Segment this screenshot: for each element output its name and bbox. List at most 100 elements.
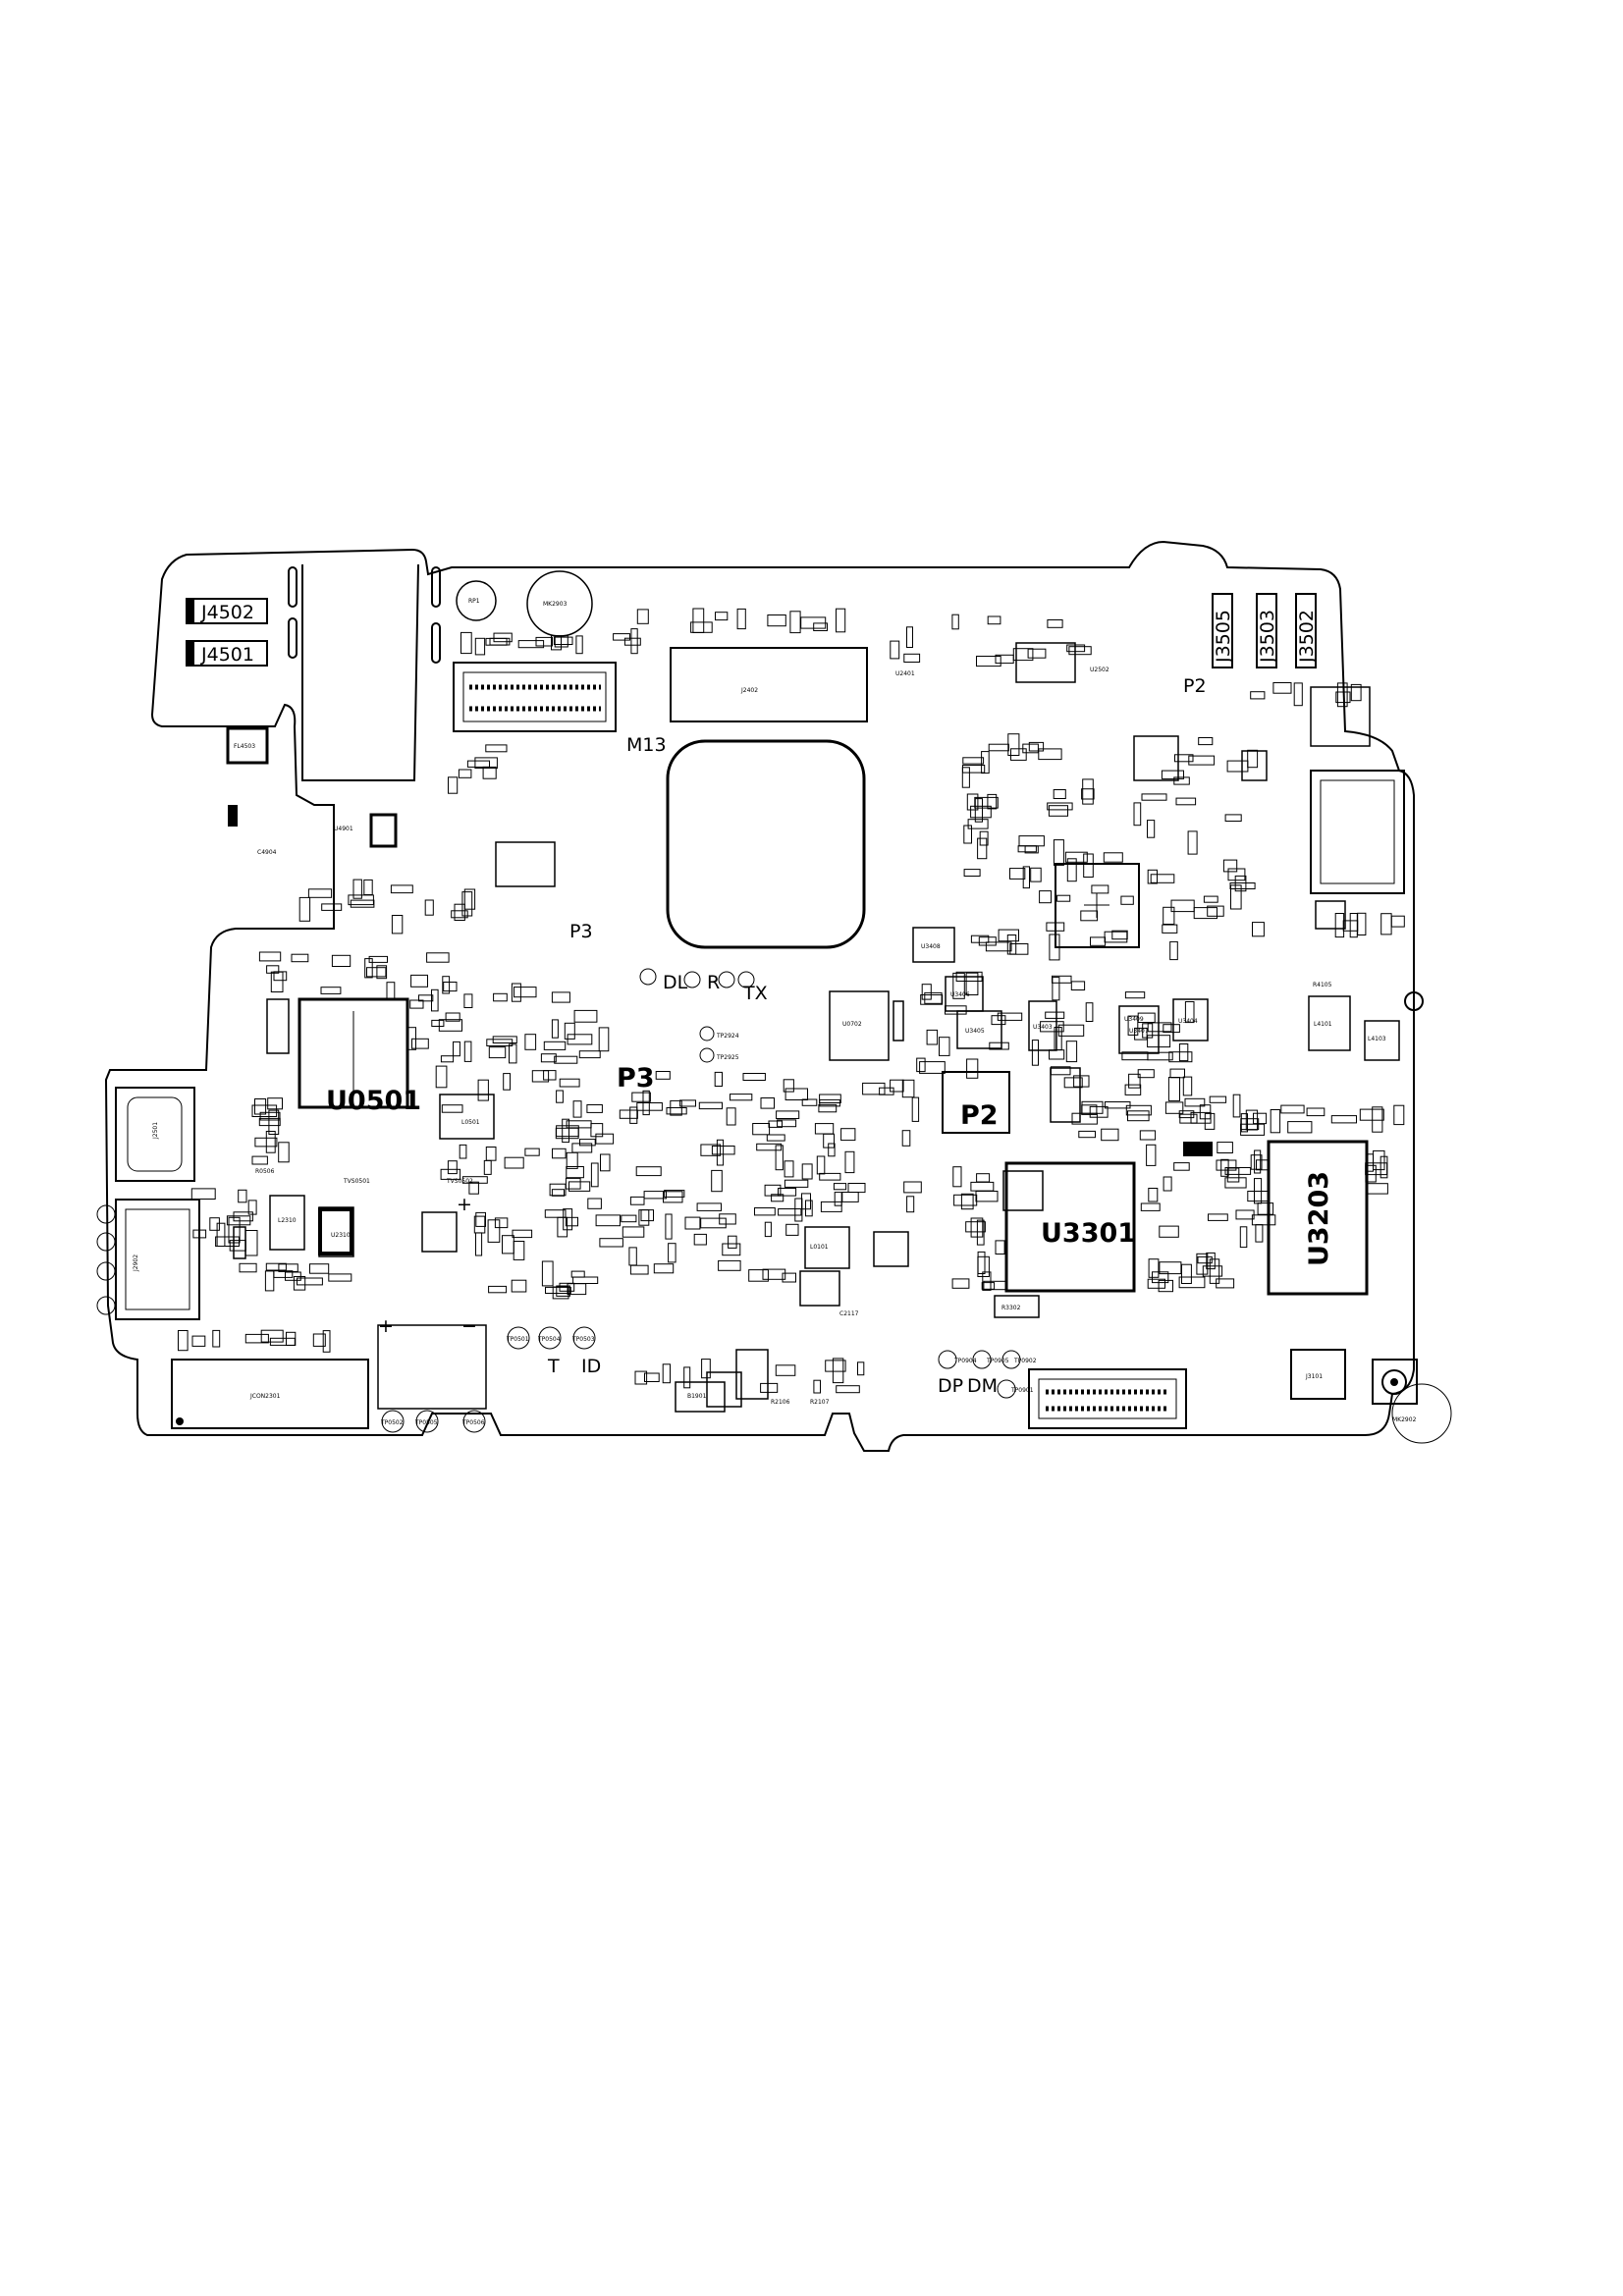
passive-part bbox=[890, 1079, 904, 1093]
passive-part bbox=[511, 1279, 527, 1293]
passive-part bbox=[764, 1221, 772, 1238]
label-r4105: R4105 bbox=[1313, 982, 1332, 988]
passive-part bbox=[454, 903, 465, 922]
passive-part bbox=[977, 1255, 990, 1278]
passive-part bbox=[1134, 1027, 1148, 1041]
passive-part bbox=[1169, 1068, 1185, 1079]
passive-part bbox=[1040, 1021, 1064, 1033]
passive-part bbox=[493, 632, 513, 643]
passive-part bbox=[619, 1109, 638, 1119]
passive-part bbox=[836, 1385, 860, 1394]
passive-part bbox=[834, 1192, 842, 1206]
passive-part bbox=[819, 1172, 841, 1181]
passive-part bbox=[564, 1022, 575, 1040]
passive-part bbox=[244, 1230, 258, 1256]
passive-part bbox=[1056, 894, 1071, 902]
passive-part bbox=[366, 967, 387, 978]
passive-part bbox=[1182, 1076, 1193, 1096]
label-tp0904: TP0904 bbox=[953, 1358, 977, 1364]
passive-part bbox=[952, 972, 965, 999]
passive-part bbox=[1045, 1011, 1065, 1019]
passive-part bbox=[998, 929, 1019, 942]
passive-part bbox=[963, 869, 981, 877]
connector-j2902: J2902 bbox=[115, 1199, 200, 1320]
passive-part bbox=[1373, 1149, 1385, 1171]
passive-part bbox=[285, 1271, 301, 1281]
passive-part bbox=[789, 611, 801, 634]
passive-part bbox=[987, 615, 1001, 625]
passive-part bbox=[1199, 1104, 1212, 1120]
passive-part bbox=[541, 1260, 554, 1287]
passive-part bbox=[460, 631, 472, 655]
passive-part bbox=[552, 1286, 569, 1300]
passive-part bbox=[1148, 1258, 1160, 1278]
passive-part bbox=[531, 1070, 550, 1083]
passive-part bbox=[1046, 922, 1065, 932]
marker-p2-mid: P2 bbox=[960, 1100, 999, 1131]
passive-part bbox=[431, 988, 439, 1012]
passive-part bbox=[1202, 1265, 1223, 1277]
passive-part bbox=[978, 936, 997, 946]
passive-part bbox=[463, 888, 476, 910]
label-u0702: U0702 bbox=[842, 1021, 862, 1028]
passive-part bbox=[535, 636, 553, 647]
passive-part bbox=[997, 1012, 1023, 1021]
label-u2310: U2310 bbox=[331, 1232, 351, 1239]
label-tp0505: TP0505 bbox=[414, 1419, 438, 1426]
part-tall-left bbox=[228, 805, 238, 827]
passive-part bbox=[801, 1098, 818, 1106]
passive-part bbox=[238, 1189, 247, 1203]
passive-part bbox=[966, 793, 979, 811]
passive-part bbox=[955, 971, 983, 982]
passive-part bbox=[1204, 1112, 1216, 1130]
passive-part bbox=[983, 1280, 1006, 1291]
passive-part bbox=[328, 1273, 352, 1282]
passive-part bbox=[1147, 820, 1156, 838]
passive-part bbox=[309, 1263, 330, 1274]
passive-part bbox=[265, 1131, 276, 1153]
passive-part bbox=[901, 1079, 915, 1098]
passive-part bbox=[475, 1232, 483, 1256]
passive-part bbox=[1167, 1077, 1181, 1101]
passive-part bbox=[563, 1208, 573, 1231]
passive-part bbox=[1220, 1158, 1229, 1177]
passive-part bbox=[1017, 845, 1037, 853]
label-c4904: C4904 bbox=[257, 849, 277, 856]
passive-part bbox=[629, 1106, 638, 1124]
connector-j2402-label: J2402 bbox=[740, 687, 758, 694]
ic-u3301-label: U3301 bbox=[1041, 1218, 1136, 1249]
passive-part bbox=[244, 1333, 269, 1344]
passive-part bbox=[814, 1123, 835, 1135]
passive-part bbox=[1090, 936, 1107, 946]
passive-part bbox=[801, 1163, 813, 1180]
passive-part bbox=[440, 1055, 455, 1063]
label-u3407: U3407 bbox=[1129, 1028, 1149, 1035]
passive-part bbox=[595, 1133, 615, 1145]
passive-part bbox=[411, 1038, 429, 1049]
passive-part bbox=[493, 992, 508, 1002]
passive-part bbox=[543, 1041, 567, 1050]
passive-part bbox=[985, 941, 1012, 952]
passive-part bbox=[1163, 1024, 1180, 1034]
passive-part bbox=[970, 1181, 995, 1192]
passive-part bbox=[1147, 1035, 1171, 1048]
passive-part bbox=[726, 1107, 736, 1126]
passive-part bbox=[1147, 869, 1158, 884]
passive-part bbox=[1159, 1261, 1182, 1275]
passive-part bbox=[722, 1243, 741, 1256]
passive-part bbox=[573, 1009, 598, 1023]
passive-part bbox=[1169, 940, 1178, 961]
passive-part bbox=[628, 1247, 637, 1266]
passive-part bbox=[562, 1118, 570, 1144]
passive-part bbox=[775, 1364, 796, 1376]
passive-part bbox=[258, 951, 282, 962]
passive-part bbox=[1050, 1066, 1071, 1076]
passive-part bbox=[578, 1050, 601, 1059]
passive-part bbox=[664, 1190, 685, 1198]
ic-u0501: U0501 bbox=[298, 997, 421, 1116]
passive-part bbox=[1104, 1101, 1131, 1109]
passive-part bbox=[566, 1151, 578, 1169]
passive-part bbox=[1052, 977, 1060, 1001]
marker-p2-box: P2 bbox=[942, 1071, 1010, 1134]
marker-tx: TX bbox=[742, 983, 768, 1004]
